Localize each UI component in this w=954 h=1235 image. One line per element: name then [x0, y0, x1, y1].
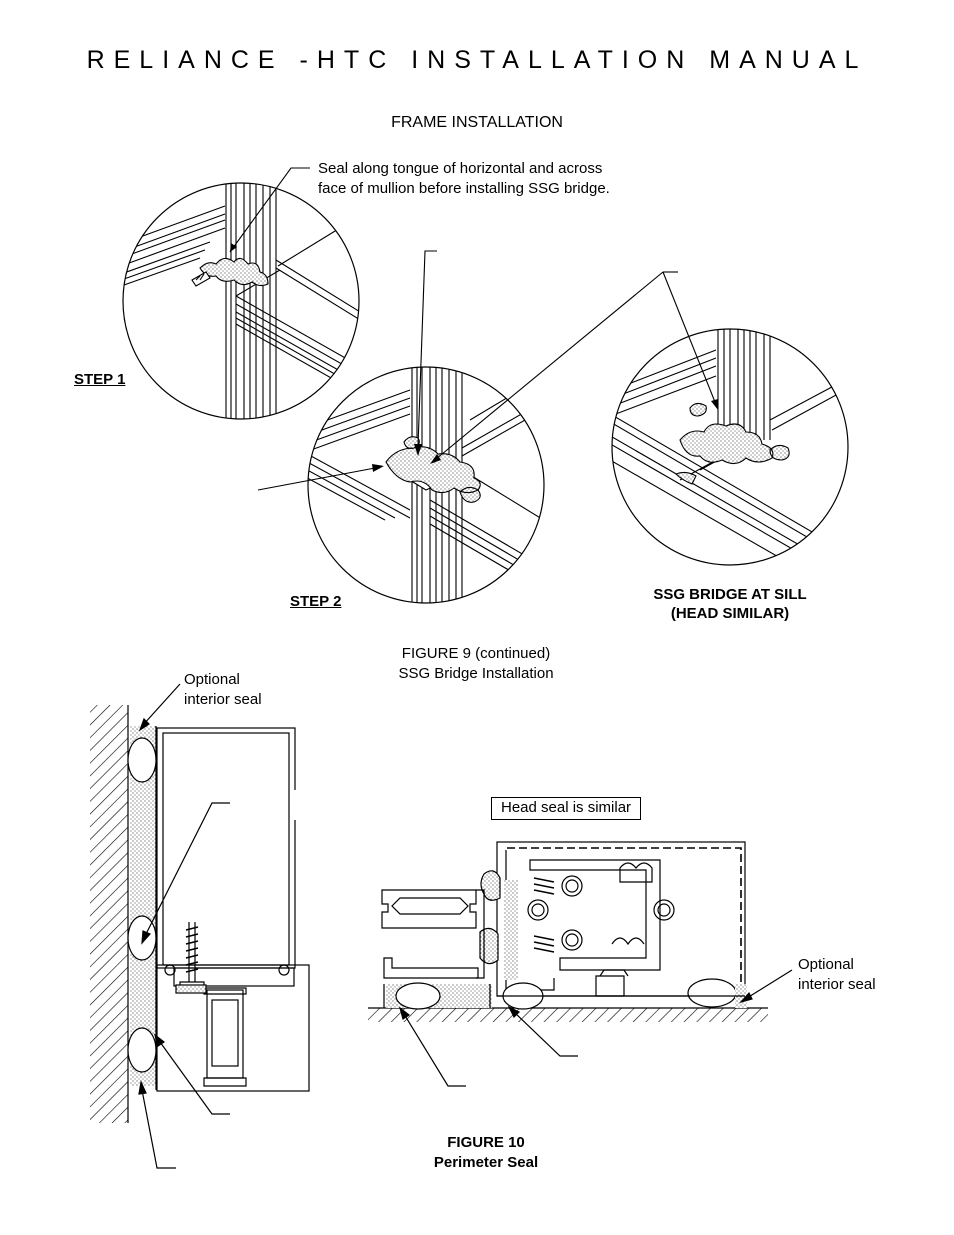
- anchor-screw: [179, 922, 205, 989]
- callout-leader: [229, 167, 310, 253]
- backer-rod: [395, 982, 441, 1010]
- floor-hatch: [368, 1008, 768, 1022]
- seal-bead: [385, 436, 481, 503]
- section-title: FRAME INSTALLATION: [391, 114, 563, 131]
- head-seal-note: Head seal is similar: [491, 797, 642, 820]
- optional-seal-left-line-1: Optional: [184, 671, 240, 688]
- step2-leader-left: [257, 467, 376, 491]
- figure9-caption-line-1: FIGURE 9 (continued): [401, 645, 551, 662]
- wall-hatch: [90, 705, 128, 1123]
- backer-rod: [127, 1027, 157, 1073]
- step2-label: STEP 2: [290, 593, 342, 610]
- figure10-caption: FIGURE 10 Perimeter Seal: [376, 1133, 596, 1173]
- sill-leader-down: [662, 271, 716, 403]
- sill-caption-line-1: SSG BRIDGE AT SILL: [653, 586, 807, 603]
- optional-seal-left-line-2: interior seal: [184, 691, 262, 708]
- step2-leader-top: [417, 250, 437, 447]
- backer-rod: [127, 737, 157, 783]
- seal-bead: [675, 402, 790, 485]
- mullion-vertical: [717, 329, 771, 440]
- backer-rod: [687, 978, 737, 1008]
- horizontal-right: [235, 227, 359, 401]
- screw-boss: [561, 875, 583, 897]
- step1-detail-circle: [122, 182, 360, 420]
- sill-caption-line-2: (HEAD SIMILAR): [670, 605, 790, 622]
- optional-seal-right-line-2: interior seal: [798, 976, 876, 993]
- figure10-caption-line-2: Perimeter Seal: [433, 1154, 539, 1171]
- step2-leader-diag: [435, 271, 664, 460]
- jamb-section: [90, 683, 310, 1169]
- manual-title: RELIANCE -HTC INSTALLATION MANUAL: [86, 46, 868, 74]
- thermal-break: [203, 987, 247, 1087]
- seal-callout-line-2: face of mullion before installing SSG br…: [318, 180, 610, 197]
- fastener: [191, 271, 211, 287]
- seal-bead: [199, 257, 269, 287]
- sill-caption: SSG BRIDGE AT SILL (HEAD SIMILAR): [620, 585, 840, 623]
- seal-callout-line-1: Seal along tongue of horizontal and acro…: [318, 160, 603, 177]
- screw-boss: [653, 899, 675, 921]
- optional-seal-right-label: Optional interior seal: [798, 955, 876, 995]
- optional-seal-left-label: Optional interior seal: [184, 670, 262, 710]
- optional-seal-right-line-1: Optional: [798, 956, 854, 973]
- step2-detail-circle: [307, 366, 545, 604]
- figure9-caption-line-2: SSG Bridge Installation: [398, 665, 554, 682]
- adjacent-frame: [381, 889, 485, 979]
- seal-callout: Seal along tongue of horizontal and acro…: [318, 159, 610, 199]
- screw-boss: [561, 929, 583, 951]
- screw-boss: [527, 899, 549, 921]
- mullion-vertical: [225, 183, 277, 419]
- sill-section: [368, 841, 793, 1087]
- figure9-caption: FIGURE 9 (continued) SSG Bridge Installa…: [366, 644, 586, 684]
- step1-label: STEP 1: [74, 371, 126, 388]
- figure10-caption-line-1: FIGURE 10: [447, 1134, 525, 1151]
- sill-detail-circle: [611, 328, 849, 566]
